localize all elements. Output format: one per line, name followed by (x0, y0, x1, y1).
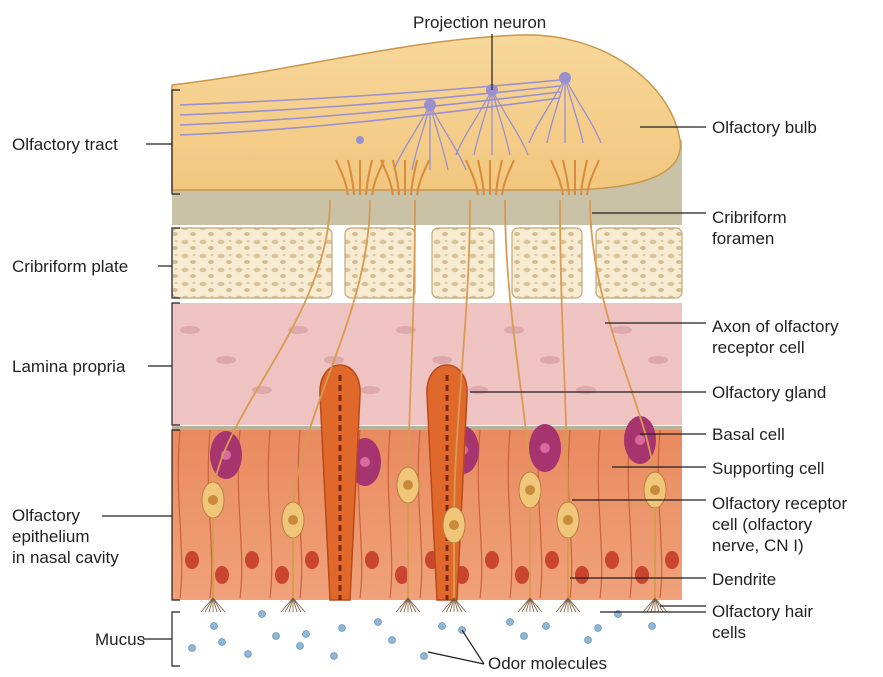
odor-molecule (585, 637, 592, 644)
projection-neuron-body (356, 136, 364, 144)
label-olfactory-hair-cells: Olfactory hair cells (712, 601, 813, 643)
olfactory-hair (293, 598, 301, 612)
lamina-cell (576, 386, 596, 394)
supporting-cell-nucleus (515, 566, 529, 584)
supporting-cell-nucleus (185, 551, 199, 569)
receptor-nucleus (525, 485, 535, 495)
label-mucus: Mucus (95, 629, 145, 650)
olfactory-hair (285, 598, 293, 612)
odor-molecule (211, 623, 218, 630)
label-olfactory-epithelium: Olfactory epithelium in nasal cavity (12, 505, 119, 568)
lamina-cell (540, 356, 560, 364)
basal-cell-nucleus (360, 457, 370, 467)
supporting-cell-nucleus (215, 566, 229, 584)
olfactory-hair (454, 598, 462, 612)
olfactory-hair (530, 598, 538, 612)
lamina-cell (468, 386, 488, 394)
odor-molecule (189, 645, 196, 652)
odor-molecule (521, 633, 528, 640)
cribriform-bone (345, 228, 415, 298)
olfactory-hair (522, 598, 530, 612)
odor-molecule (595, 625, 602, 632)
odor-molecule (331, 653, 338, 660)
basal-cell-nucleus (635, 435, 645, 445)
odor-molecule (297, 643, 304, 650)
supporting-cell-nucleus (575, 566, 589, 584)
lamina-cell (180, 326, 200, 334)
odor-molecule (543, 623, 550, 630)
basal-cell-nucleus (540, 443, 550, 453)
lamina-cell (612, 326, 632, 334)
odor-molecule (375, 619, 382, 626)
olfactory-hair (400, 598, 408, 612)
label-odor-molecules: Odor molecules (488, 653, 607, 674)
olfactory-hair (568, 598, 576, 612)
odor-molecule (219, 639, 226, 646)
supporting-cell-nucleus (635, 566, 649, 584)
supporting-cell-nucleus (605, 551, 619, 569)
olfactory-hair (647, 598, 655, 612)
olfactory-hair (408, 598, 416, 612)
olfactory-hair (213, 598, 221, 612)
leader-line (462, 630, 484, 664)
odor-molecule (389, 637, 396, 644)
olfactory-hair (205, 598, 213, 612)
receptor-nucleus (449, 520, 459, 530)
label-olfactory-bulb: Olfactory bulb (712, 117, 817, 138)
label-cribriform-foramen: Cribriform foramen (712, 207, 787, 249)
odor-molecule (303, 631, 310, 638)
lamina-cell (432, 356, 452, 364)
receptor-nucleus (650, 485, 660, 495)
receptor-nucleus (563, 515, 573, 525)
label-projection-neuron: Projection neuron (413, 12, 546, 33)
label-lamina-propria: Lamina propria (12, 356, 125, 377)
supporting-cell-nucleus (365, 551, 379, 569)
receptor-nucleus (208, 495, 218, 505)
label-axon: Axon of olfactory receptor cell (712, 316, 839, 358)
label-basal-cell: Basal cell (712, 424, 785, 445)
odor-molecule (439, 623, 446, 630)
supporting-cell-nucleus (275, 566, 289, 584)
cribriform-bone (596, 228, 682, 298)
label-cribriform-plate: Cribriform plate (12, 256, 128, 277)
label-supporting-cell: Supporting cell (712, 458, 824, 479)
supporting-cell-nucleus (545, 551, 559, 569)
supporting-cell-nucleus (665, 551, 679, 569)
leader-line (428, 652, 484, 664)
label-olfactory-tract: Olfactory tract (12, 134, 118, 155)
odor-molecule (259, 611, 266, 618)
odor-molecule (273, 633, 280, 640)
label-olfactory-receptor-cell: Olfactory receptor cell (olfactory nerve… (712, 493, 847, 556)
lamina-cell (360, 386, 380, 394)
label-dendrite: Dendrite (712, 569, 776, 590)
supporting-cell-nucleus (305, 551, 319, 569)
receptor-nucleus (288, 515, 298, 525)
olfactory-hair (655, 598, 663, 612)
lamina-cell (216, 356, 236, 364)
cribriform-bone (172, 228, 332, 298)
cribriform-bone (512, 228, 582, 298)
olfactory-hair (560, 598, 568, 612)
odor-molecule (649, 623, 656, 630)
odor-molecule (421, 653, 428, 660)
label-olfactory-gland: Olfactory gland (712, 382, 826, 403)
supporting-cell-nucleus (485, 551, 499, 569)
odor-molecule (339, 625, 346, 632)
bracket (172, 612, 180, 666)
epithelium-layer (172, 428, 682, 600)
lamina-cell (648, 356, 668, 364)
supporting-cell-nucleus (395, 566, 409, 584)
cribriform-bone (432, 228, 494, 298)
odor-molecule (507, 619, 514, 626)
odor-molecule (245, 651, 252, 658)
supporting-cell-nucleus (245, 551, 259, 569)
receptor-nucleus (403, 480, 413, 490)
